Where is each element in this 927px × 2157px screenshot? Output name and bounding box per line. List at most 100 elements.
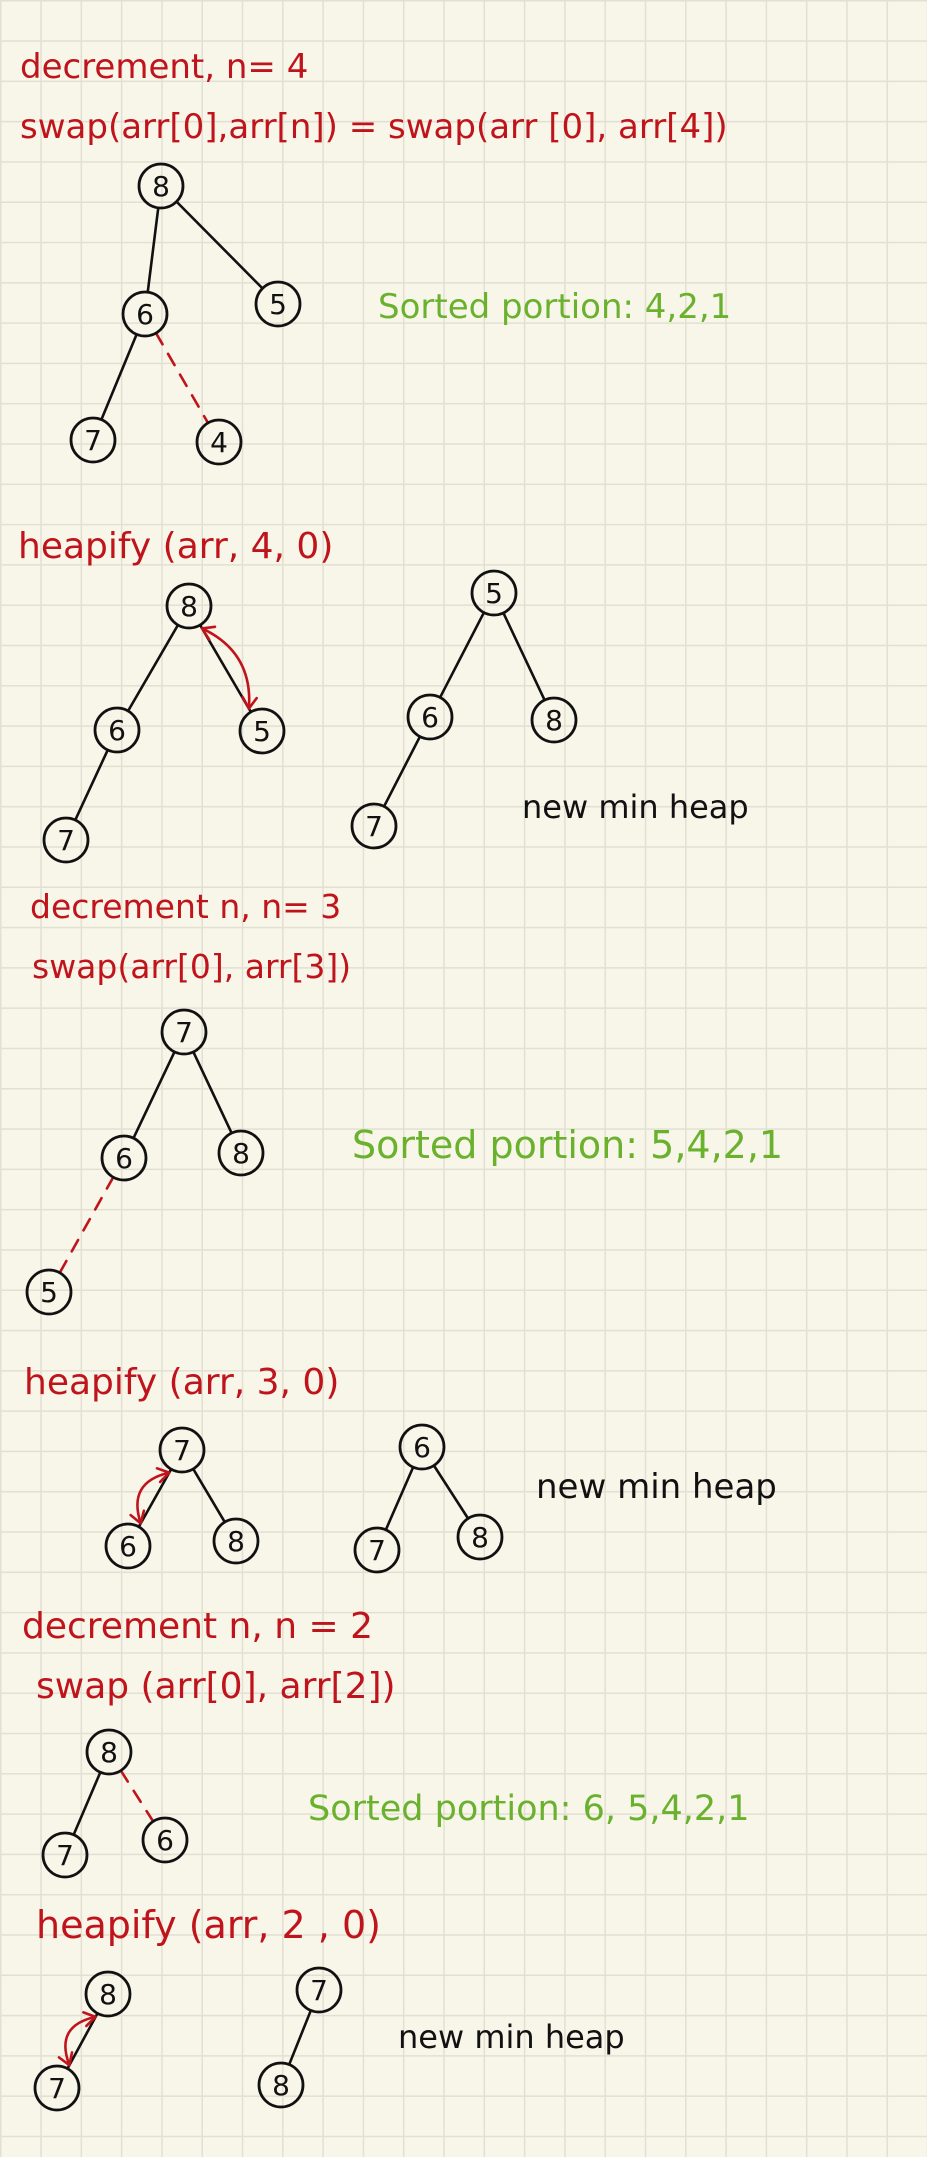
node-value: 5 — [253, 715, 271, 748]
swap-arrowhead — [241, 695, 258, 710]
node-value: 6 — [115, 1142, 133, 1175]
note-label-s1-line1: decrement, n= 4 — [20, 47, 308, 87]
tree-4-heapify-before: 7 6 8 — [104, 1426, 260, 1570]
node-value: 6 — [136, 298, 154, 331]
node-circle — [104, 1522, 152, 1570]
tree-node: 8 — [456, 1513, 504, 1561]
note-label-s6-heapify: heapify (arr, 2 , 0) — [36, 1903, 381, 1947]
tree-node: 6 — [104, 1522, 152, 1570]
tree-node: 6 — [100, 1134, 148, 1182]
node-value: 8 — [471, 1521, 489, 1554]
note-label-s4-newheap: new min heap — [536, 1467, 777, 1507]
node-value: 8 — [180, 590, 198, 623]
tree-edge — [191, 1467, 227, 1524]
tree-node: 8 — [217, 1129, 265, 1177]
tree-node: 7 — [353, 1526, 401, 1574]
tree-node: 5 — [254, 280, 302, 328]
node-circle — [141, 1816, 189, 1864]
tree-edge — [72, 1770, 102, 1837]
node-value: 7 — [310, 1974, 328, 2007]
tree-edge — [146, 206, 160, 294]
node-value: 5 — [40, 1276, 58, 1309]
tree-4-heapify-after: 6 7 8 — [353, 1423, 504, 1574]
tree-6-heapify-before: 87 — [33, 1970, 132, 2112]
node-circle — [254, 280, 302, 328]
node-circle — [69, 416, 117, 464]
node-circle — [160, 1008, 208, 1056]
tree-edge — [432, 1464, 470, 1520]
node-value: 5 — [269, 288, 287, 321]
node-value: 7 — [173, 1434, 191, 1467]
node-value: 6 — [108, 714, 126, 747]
tree-edge — [382, 735, 422, 808]
note-label-s1-sorted: Sorted portion: 4,2,1 — [378, 287, 731, 327]
swap-arrowhead — [57, 2051, 74, 2067]
tree-node: 8 — [137, 162, 185, 210]
tree-node: 6 — [406, 693, 454, 741]
node-circle — [350, 802, 398, 850]
swap-arrow — [136, 1471, 171, 1525]
note-label-s3-sorted: Sorted portion: 5,4,2,1 — [352, 1123, 783, 1167]
tree-edge — [438, 611, 486, 699]
tree-edge — [502, 611, 546, 702]
node-value: 7 — [48, 2072, 66, 2105]
tree-node: 7 — [69, 416, 117, 464]
tree-node: 7 — [350, 802, 398, 850]
tree-node: 8 — [212, 1517, 260, 1565]
node-value: 7 — [175, 1016, 193, 1049]
swap-arrowhead — [200, 625, 217, 641]
swap-dashed-edge — [58, 1175, 115, 1275]
node-circle — [238, 707, 286, 755]
node-circle — [25, 1268, 73, 1316]
tree-node: 5 — [470, 569, 518, 617]
node-circle — [100, 1134, 148, 1182]
node-value: 8 — [232, 1137, 250, 1170]
tree-node: 8 — [165, 582, 213, 630]
tree-node: 8 — [530, 696, 578, 744]
tree-2-heapify-after: 5 6 8 7 — [350, 569, 578, 850]
swap-arrowhead — [129, 1509, 146, 1525]
node-value: 8 — [152, 170, 170, 203]
swap-arrowhead — [82, 2011, 97, 2028]
node-circle — [195, 418, 243, 466]
node-value: 7 — [57, 824, 75, 857]
node-circle — [456, 1513, 504, 1561]
node-value: 7 — [84, 424, 102, 457]
node-circle — [84, 1970, 132, 2018]
tree-node: 5 — [238, 707, 286, 755]
node-value: 7 — [368, 1534, 386, 1567]
tree-edge — [100, 333, 138, 421]
node-value: 6 — [156, 1824, 174, 1857]
node-circle — [165, 582, 213, 630]
tree-edge — [384, 1465, 415, 1532]
note-label-s5-line2: swap (arr[0], arr[2]) — [36, 1666, 396, 1707]
tree-node: 6 — [141, 1816, 189, 1864]
tree-node: 6 — [398, 1423, 446, 1471]
node-value: 8 — [272, 2069, 290, 2102]
node-circle — [530, 696, 578, 744]
tree-node: 6 — [93, 706, 141, 754]
node-circle — [406, 693, 454, 741]
node-value: 6 — [119, 1530, 137, 1563]
tree-node: 8 — [84, 1970, 132, 2018]
node-circle — [41, 1831, 89, 1879]
tree-edge — [175, 200, 264, 290]
tree-node: 7 — [160, 1008, 208, 1056]
node-value: 7 — [365, 810, 383, 843]
tree-node: 8 — [85, 1728, 133, 1776]
node-value: 6 — [413, 1431, 431, 1464]
node-circle — [93, 706, 141, 754]
node-value: 6 — [421, 701, 439, 734]
node-circle — [353, 1526, 401, 1574]
note-label-s3-line2: swap(arr[0], arr[3]) — [32, 947, 351, 986]
node-circle — [137, 162, 185, 210]
node-value: 8 — [545, 704, 563, 737]
tree-edge — [137, 1467, 173, 1529]
tree-edge — [73, 748, 110, 822]
node-circle — [217, 1129, 265, 1177]
tree-node: 7 — [33, 2064, 81, 2112]
node-circle — [398, 1423, 446, 1471]
swap-dashed-edge — [154, 331, 210, 425]
